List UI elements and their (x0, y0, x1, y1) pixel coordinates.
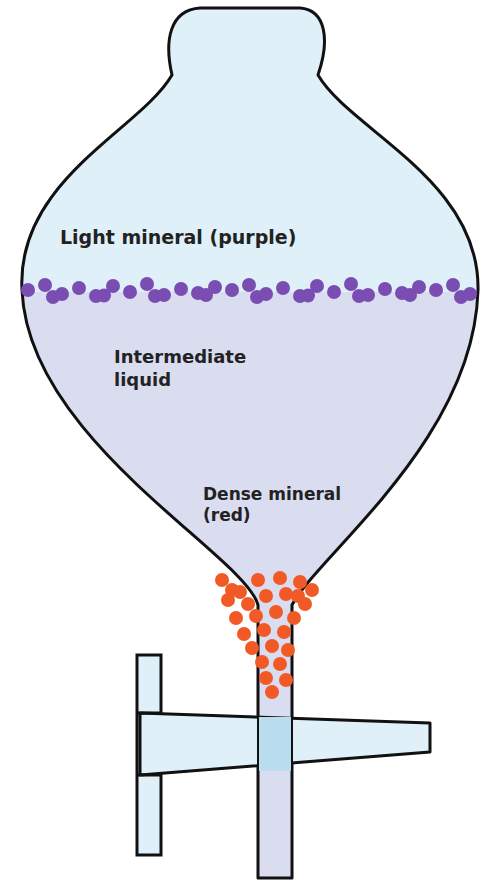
red-grain (255, 655, 269, 669)
purple-grain (361, 288, 375, 302)
red-grain (259, 589, 273, 603)
red-grain (273, 657, 287, 671)
red-grain (265, 639, 279, 653)
layer-label: Intermediate liquid (114, 346, 264, 391)
red-grain (215, 573, 229, 587)
red-grain (251, 573, 265, 587)
stopcock-joint (137, 712, 161, 715)
stopcock-joint (137, 774, 161, 777)
red-grain (279, 673, 293, 687)
dense-mineral-grains (215, 571, 319, 699)
funnel-outline (22, 8, 478, 878)
red-grain (229, 611, 243, 625)
purple-grain (38, 278, 52, 292)
stopcock-bore (259, 717, 291, 771)
purple-grain (276, 281, 290, 295)
red-grain (245, 641, 259, 655)
red-grain (259, 671, 273, 685)
red-grain (305, 583, 319, 597)
purple-grain (259, 287, 273, 301)
layer-label: Light mineral (purple) (60, 226, 440, 250)
purple-grain (446, 278, 460, 292)
red-grain (265, 685, 279, 699)
purple-grain (310, 279, 324, 293)
red-grain (249, 609, 263, 623)
red-grain (279, 587, 293, 601)
red-grain (269, 605, 283, 619)
red-grain (241, 597, 255, 611)
red-grain (287, 611, 301, 625)
purple-grain (208, 280, 222, 294)
purple-grain (412, 280, 426, 294)
intermediate-liquid (0, 292, 483, 882)
red-grain (291, 589, 305, 603)
purple-grain (21, 283, 35, 297)
purple-grain (327, 285, 341, 299)
purple-grain (344, 277, 358, 291)
layer-label: Dense mineral (red) (203, 484, 353, 527)
purple-grain (225, 283, 239, 297)
red-grain (293, 575, 307, 589)
tube-wall (291, 718, 293, 770)
purple-grain (242, 278, 256, 292)
purple-grain (55, 287, 69, 301)
red-grain (281, 643, 295, 657)
purple-grain (106, 279, 120, 293)
red-grain (257, 623, 271, 637)
light-mineral-grains (21, 277, 477, 304)
red-grain (277, 625, 291, 639)
red-grain (225, 583, 239, 597)
purple-grain (174, 282, 188, 296)
purple-grain (123, 285, 137, 299)
purple-grain (72, 281, 86, 295)
purple-grain (429, 283, 443, 297)
purple-grain (463, 287, 477, 301)
red-grain (273, 571, 287, 585)
purple-grain (140, 277, 154, 291)
red-grain (237, 627, 251, 641)
stopcock-plug (140, 713, 430, 775)
tube-wall (257, 717, 259, 771)
purple-grain (157, 288, 171, 302)
purple-grain (378, 282, 392, 296)
